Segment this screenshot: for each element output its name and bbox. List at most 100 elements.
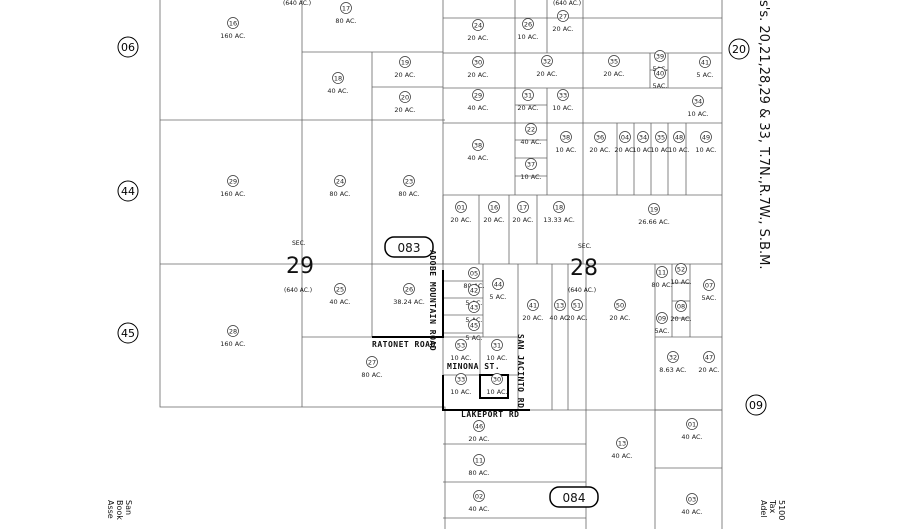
parcel-number-circle (557, 89, 569, 101)
footer-right-3: 5100 (777, 500, 786, 520)
parcel-number: 25 (336, 285, 344, 293)
parcel-acreage: 5AC. (652, 82, 667, 90)
parcel-acreage: 40 AC. (327, 87, 348, 95)
parcel-number: 26 (405, 285, 413, 293)
parcel-acreage: 10 AC. (670, 278, 691, 286)
parcel-acreage: 20 AC. (467, 71, 488, 79)
parcel-acreage: 20 AC. (698, 366, 719, 374)
parcel-41: 415 AC. (696, 56, 714, 79)
parcel-acreage: 80 AC. (361, 371, 382, 379)
adjacent-page-circle (117, 36, 139, 58)
parcel-number-circle (655, 131, 667, 143)
parcel-number-circle (527, 299, 539, 311)
parcel-number: 27 (559, 12, 567, 20)
parcel-number: 24 (474, 21, 482, 29)
parcel-44: 44 5 AC. (489, 278, 507, 301)
parcel-number-circle (654, 67, 666, 79)
section-28-label: SEC. (578, 243, 592, 250)
parcel-number: 42 (470, 286, 478, 294)
parcel-number: 18 (555, 203, 563, 211)
parcel-number-circle (619, 131, 631, 143)
adjacent-page-number: 06 (121, 41, 135, 54)
parcel-number-circle (468, 319, 480, 331)
parcel-number: 45 (470, 321, 478, 329)
parcel-acreage: 20 AC. (483, 216, 504, 224)
parcel-48: 48 10 AC. (668, 131, 690, 154)
parcel-acreage: 10 AC. (486, 388, 507, 396)
parcel-number: 48 (675, 133, 683, 141)
parcel-45: 455 AC. (465, 319, 483, 342)
parcel-acreage: 20 AC. (536, 70, 557, 78)
footer-right-1: Adel (759, 500, 768, 518)
parcel-number-circle (686, 418, 698, 430)
parcel-acreage: 20 AC. (522, 314, 543, 322)
parcel-number: 26 (524, 20, 532, 28)
parcel-number-circle (472, 89, 484, 101)
parcel-number: 05 (470, 269, 478, 277)
parcel-number-circle (455, 201, 467, 213)
top-area-label-right: (640 AC.) (553, 0, 581, 7)
parcel-acreage: 10 AC. (552, 104, 573, 112)
parcel-number: 02 (475, 492, 483, 500)
parcel-number-circle (227, 325, 239, 337)
parcel-number-circle (340, 2, 352, 14)
road-lakeport: LAKEPORT RD (461, 410, 519, 419)
parcel-02: 02 40 AC. (468, 490, 490, 513)
parcel-number-circle (608, 55, 620, 67)
parcel-acreage: 20 AC. (609, 314, 630, 322)
parcel-acreage: 5 AC. (489, 293, 506, 301)
adjacent-page-number: 20 (732, 43, 746, 56)
parcel-number-circle (473, 454, 485, 466)
section-29-area: (640 AC.) (284, 287, 312, 294)
parcel-acreage: 40 AC. (468, 505, 489, 513)
parcel-number: 16 (229, 19, 237, 27)
section-29-number: 29 (286, 254, 314, 279)
parcel-acreage: 20 AC. (566, 314, 587, 322)
parcel-number-circle (468, 301, 480, 313)
parcel-acreage: 20 AC. (670, 315, 691, 323)
parcel-acreage: 40 AC. (520, 138, 541, 146)
parcel-acreage: 10 AC. (450, 388, 471, 396)
book-page-084: 084 (549, 486, 599, 508)
parcel-acreage: 40 AC. (467, 154, 488, 162)
adjacent-page-45: 45 (117, 322, 139, 344)
parcel-number: 29 (229, 177, 237, 185)
parcel-number-circle (455, 373, 467, 385)
parcel-number-circle (560, 131, 572, 143)
parcel-number-circle (332, 72, 344, 84)
parcel-acreage: 8.63 AC. (659, 366, 686, 374)
road-ratonet: RATONET ROAD (372, 340, 436, 349)
parcel-number: 29 (474, 91, 482, 99)
parcel-number: 07 (705, 281, 713, 289)
parcel-number: 11 (658, 268, 666, 276)
parcel-acreage: 20 AC. (603, 70, 624, 78)
parcel-number: 31 (493, 341, 501, 349)
parcel-acreage: 10 AC. (668, 146, 689, 154)
parcel-number: 46 (475, 422, 483, 430)
parcel-number: 44 (494, 280, 502, 288)
parcel-acreage: 20 AC. (450, 216, 471, 224)
adjacent-page-circle (117, 322, 139, 344)
parcel-08: 08 20 AC. (670, 300, 692, 323)
parcel-number-circle (366, 356, 378, 368)
parcel-number: 17 (342, 4, 350, 12)
parcel-number: 08 (677, 302, 685, 310)
parcel-number-circle (491, 373, 503, 385)
